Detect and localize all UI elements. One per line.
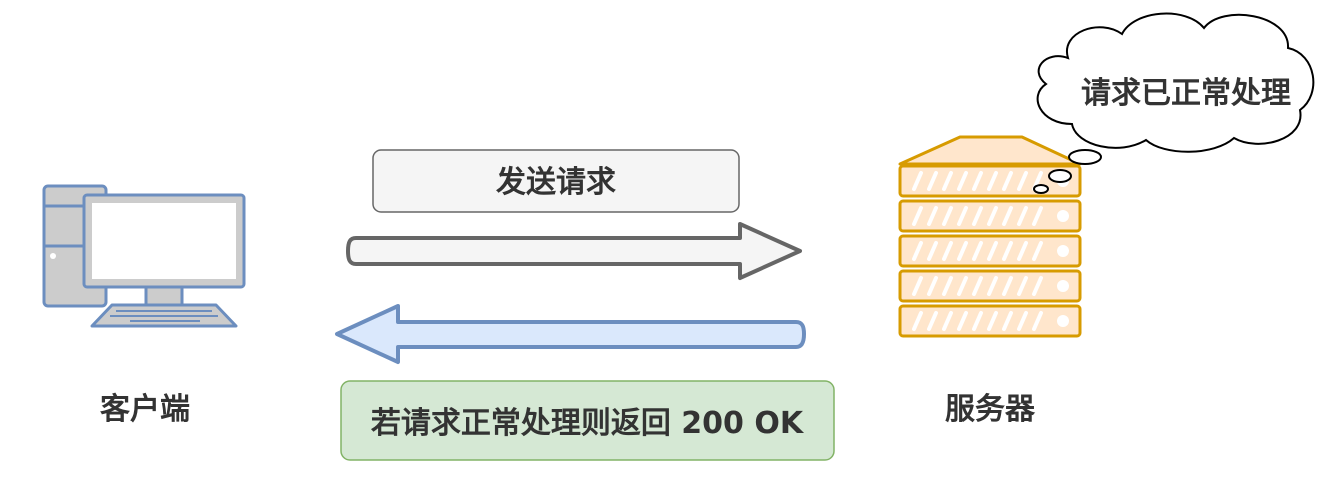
thought-bubble-medium (1048, 169, 1072, 183)
request-arrow (346, 222, 802, 280)
thought-cloud-icon (1033, 12, 1315, 194)
response-label: 若请求正常处理则返回 200 OK (371, 406, 805, 441)
server-unit (898, 234, 1082, 268)
cloud-text: 请求已正常处理 (1081, 76, 1291, 111)
server-indicator-light (1057, 315, 1069, 327)
server-unit (898, 304, 1082, 338)
request-label-box (372, 149, 740, 213)
server-indicator-light (1057, 245, 1069, 257)
cloud-shape (1036, 12, 1315, 153)
server-indicator-light (1057, 280, 1069, 292)
server-indicator-light (1057, 210, 1069, 222)
monitor-screen (92, 203, 236, 279)
server-label: 服务器 (945, 392, 1036, 427)
monitor-stand (144, 285, 184, 307)
response-label-box (340, 380, 835, 461)
server-top (898, 135, 1082, 166)
server-unit (898, 199, 1082, 233)
server-unit (898, 269, 1082, 303)
thought-bubble-large (1068, 149, 1102, 165)
request-label: 发送请求 (495, 165, 616, 200)
response-arrow (335, 304, 806, 364)
server-rack-icon (898, 135, 1082, 338)
client-label: 客户端 (100, 392, 190, 427)
desktop-computer-icon (42, 184, 246, 328)
thought-bubble-small (1033, 184, 1049, 194)
